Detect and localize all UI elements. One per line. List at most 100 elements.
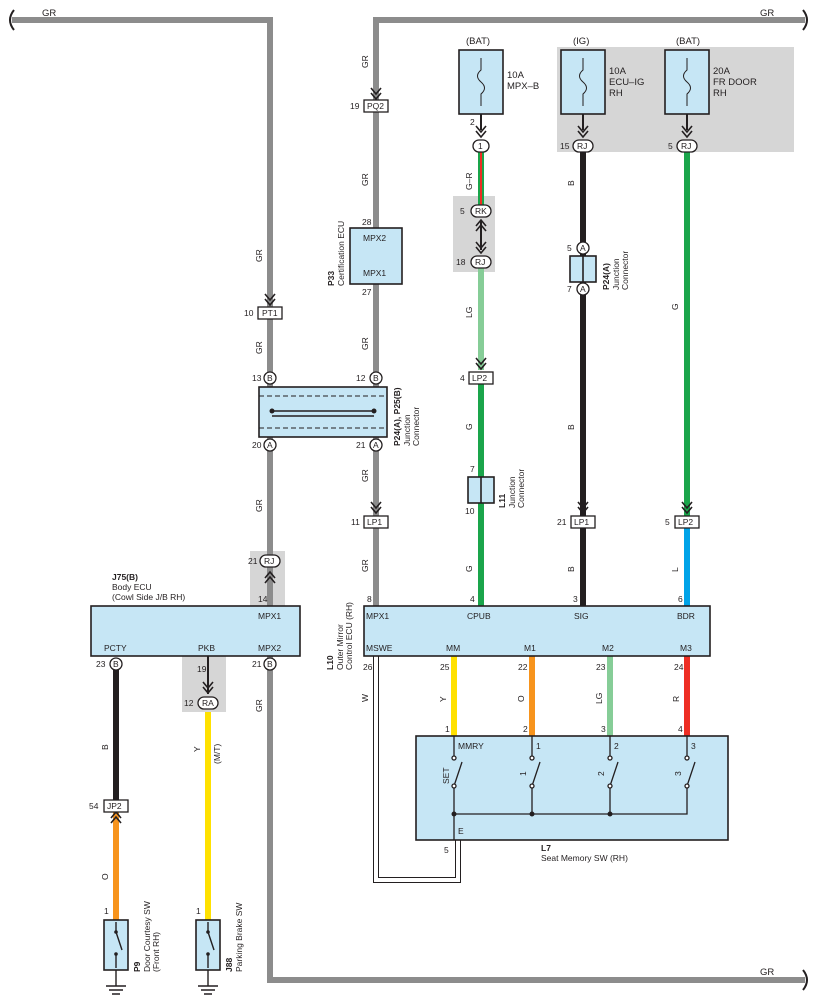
switch-contact-set-top xyxy=(451,755,457,761)
mirror-ecu-t-m2: M2 xyxy=(602,643,614,653)
pin-5-rk: 5 xyxy=(460,206,465,216)
seat-sw-internal-wiring xyxy=(453,736,688,840)
wire-label-b-sig-1: B xyxy=(566,180,576,186)
body-ecu-t-mpx2: MPX2 xyxy=(258,643,281,653)
switch-icon-1 xyxy=(531,761,541,787)
brake-sw-code: J88 xyxy=(224,958,234,972)
pin-14: 14 xyxy=(258,594,268,604)
pin-21-rj: 21 xyxy=(248,556,258,566)
bus-break-top-right xyxy=(802,9,808,31)
connector-ra-label: RA xyxy=(202,698,214,708)
connector-rk xyxy=(470,204,492,218)
connector-lp2-bdr-label: LP2 xyxy=(678,517,693,527)
pin-3-sig: 3 xyxy=(573,594,578,604)
connector-ra xyxy=(197,696,219,710)
door-sw-code: P9 xyxy=(132,961,142,972)
switch-icon-2 xyxy=(609,761,619,787)
cert-ecu-box xyxy=(349,227,403,285)
jc-node-right xyxy=(371,408,377,414)
connector-rj-18-label: RJ xyxy=(475,257,485,267)
fuse-ecuig-supply: (IG) xyxy=(573,36,589,47)
wire-label-gr-r3: GR xyxy=(360,337,370,350)
pin-2-m1: 2 xyxy=(523,724,528,734)
pin-5-frdoor: 5 xyxy=(668,141,673,151)
fuse-mpxb-icon xyxy=(477,58,485,106)
connector-rj-ecuig xyxy=(572,139,594,153)
cert-ecu-code: P33 xyxy=(326,271,336,286)
connector-lp1-sig xyxy=(570,515,596,529)
connector-b-21 xyxy=(263,657,277,671)
pin-19-pkb: 19 xyxy=(197,664,207,674)
pin-15-ecuig: 15 xyxy=(560,141,570,151)
jc-p24p25-name-2: Connector xyxy=(411,407,421,446)
pin-12: 12 xyxy=(356,373,366,383)
connector-rj-21 xyxy=(259,554,281,568)
bus-break-top-left xyxy=(9,9,15,31)
pin-24: 24 xyxy=(674,662,684,672)
mirror-ecu-code: L10 xyxy=(325,655,335,670)
pin-23-m2: 23 xyxy=(596,662,606,672)
wire-w-mswe xyxy=(374,656,460,882)
wire-label-lg-m2: LG xyxy=(594,693,604,704)
connector-a-7 xyxy=(576,282,590,296)
connector-b-13 xyxy=(263,371,277,385)
body-ecu-t-mpx1: MPX1 xyxy=(258,611,281,621)
bus-label-top-right: GR xyxy=(760,8,774,19)
pin-23-b: 23 xyxy=(96,659,106,669)
door-sw-name-2: (Front RH) xyxy=(151,932,161,972)
fuse-frdoor-supply: (BAT) xyxy=(676,36,700,47)
wire-label-g-r: G–R xyxy=(464,173,474,190)
pin-54-jp2: 54 xyxy=(89,801,99,811)
pin-21-a: 21 xyxy=(356,440,366,450)
ground-icon-door xyxy=(106,970,126,995)
pin-22: 22 xyxy=(518,662,528,672)
door-sw-contact-1 xyxy=(114,930,118,934)
seat-sw-t-3: 3 xyxy=(691,741,696,751)
wire-label-o-door: O xyxy=(100,873,110,880)
body-ecu-name: Body ECU xyxy=(112,582,152,592)
mirror-ecu-t-mswe: MSWE xyxy=(366,643,393,653)
brake-sw-contact-2 xyxy=(206,952,210,956)
seat-sw-s-set: SET xyxy=(441,767,451,784)
fuse-frdoor-name-1: FR DOOR xyxy=(713,77,757,88)
connector-rj-21-label: RJ xyxy=(264,556,274,566)
switch-icon-set xyxy=(453,761,463,787)
pin-4-m3: 4 xyxy=(678,724,683,734)
pin-20: 20 xyxy=(252,440,262,450)
jc-l11-name-1: Junction xyxy=(507,476,517,508)
wire-label-gr-l4: GR xyxy=(254,699,264,712)
mirror-ecu-name-2: Control ECU (RH) xyxy=(344,602,354,670)
body-ecu-code: J75(B) xyxy=(112,572,138,582)
connector-pt1-label: PT1 xyxy=(262,308,278,318)
wire-label-o-m1: O xyxy=(516,695,526,702)
wire-label-b-sig-2: B xyxy=(566,424,576,430)
junction-dot-1 xyxy=(529,811,535,817)
pin-27: 27 xyxy=(362,287,372,297)
jc-p24p25-name-1: Junction xyxy=(402,414,412,446)
pin-1-brake: 1 xyxy=(196,906,201,916)
connector-rj-18 xyxy=(470,255,492,269)
bus-break-bottom-right xyxy=(802,969,808,991)
mirror-ecu-t-sig: SIG xyxy=(574,611,589,621)
seat-sw-t-e: E xyxy=(458,826,464,836)
fuse-ecuig-name-2: RH xyxy=(609,88,623,99)
connector-b-12-label: B xyxy=(373,373,379,383)
mirror-ecu-t-m1: M1 xyxy=(524,643,536,653)
pin-1-door: 1 xyxy=(104,906,109,916)
connector-lp2-bdr xyxy=(674,515,700,529)
pin-18-rj: 18 xyxy=(456,257,466,267)
pin-12-ra: 12 xyxy=(184,698,194,708)
cert-ecu-name: Certification ECU xyxy=(336,221,346,286)
connector-a-21-label: A xyxy=(373,440,379,450)
door-sw-contact-2 xyxy=(114,952,118,956)
wire-label-w: W xyxy=(360,694,370,702)
fuse-mpxb-name: MPX–B xyxy=(507,81,539,92)
seat-sw-name: Seat Memory SW (RH) xyxy=(541,853,628,863)
wire-gr-top-left xyxy=(12,17,273,606)
wire-label-r-m3: R xyxy=(671,696,681,702)
pin-19-pq2: 19 xyxy=(350,101,360,111)
jc-l11-name-2: Connector xyxy=(516,469,526,508)
cert-ecu-t-mpx2: MPX2 xyxy=(363,233,386,243)
connector-b-23 xyxy=(109,657,123,671)
pin-26: 26 xyxy=(363,662,373,672)
